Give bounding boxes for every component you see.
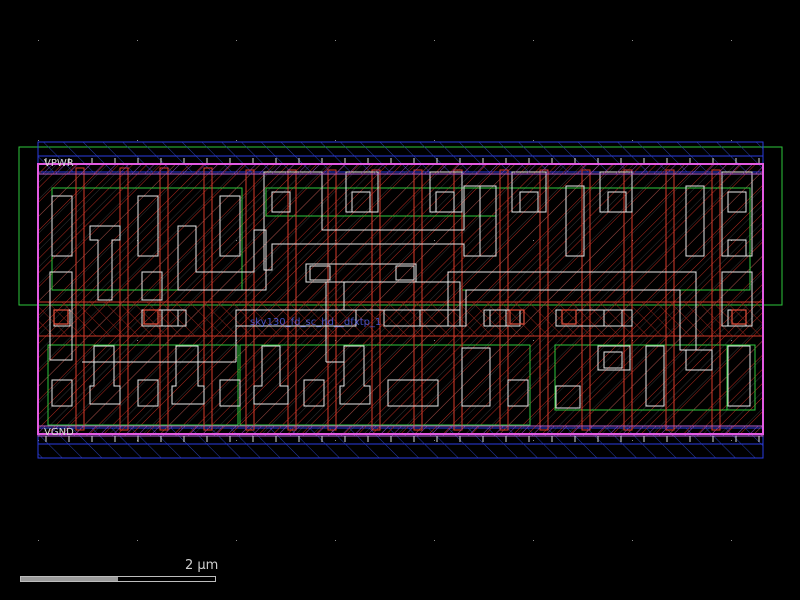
grid-dot xyxy=(236,140,237,141)
grid-dot xyxy=(335,540,336,541)
poly-band xyxy=(37,301,764,337)
grid-dot xyxy=(434,540,435,541)
grid-dot xyxy=(236,540,237,541)
vgnd-label: VGND xyxy=(44,427,74,438)
grid-dot xyxy=(533,540,534,541)
grid-dot xyxy=(38,40,39,41)
grid-dot xyxy=(533,40,534,41)
grid-dot xyxy=(335,140,336,141)
scale-bar-fill xyxy=(21,577,118,581)
grid-dot xyxy=(731,540,732,541)
grid-dot xyxy=(434,140,435,141)
grid-dot xyxy=(731,140,732,141)
li1-routing xyxy=(49,171,753,409)
grid-dot xyxy=(137,140,138,141)
scale-bar-icon xyxy=(20,576,216,582)
grid-dot xyxy=(38,540,39,541)
grid-dot xyxy=(38,140,39,141)
vpwr-label: VPWR xyxy=(44,158,74,169)
grid-dot xyxy=(632,540,633,541)
grid-dot xyxy=(632,40,633,41)
cell-name-label: sky130_fd_sc_hd__dfxtp_1 xyxy=(250,317,381,328)
grid-dot xyxy=(731,40,732,41)
grid-dot xyxy=(632,140,633,141)
scale-label: 2 µm xyxy=(185,558,219,573)
grid-dot xyxy=(137,40,138,41)
grid-dot xyxy=(335,40,336,41)
grid-dot xyxy=(434,40,435,41)
licon-contacts xyxy=(53,309,747,325)
cell-boundary xyxy=(37,163,764,435)
grid-dot xyxy=(137,540,138,541)
grid-dot xyxy=(533,140,534,141)
grid-dot xyxy=(236,40,237,41)
